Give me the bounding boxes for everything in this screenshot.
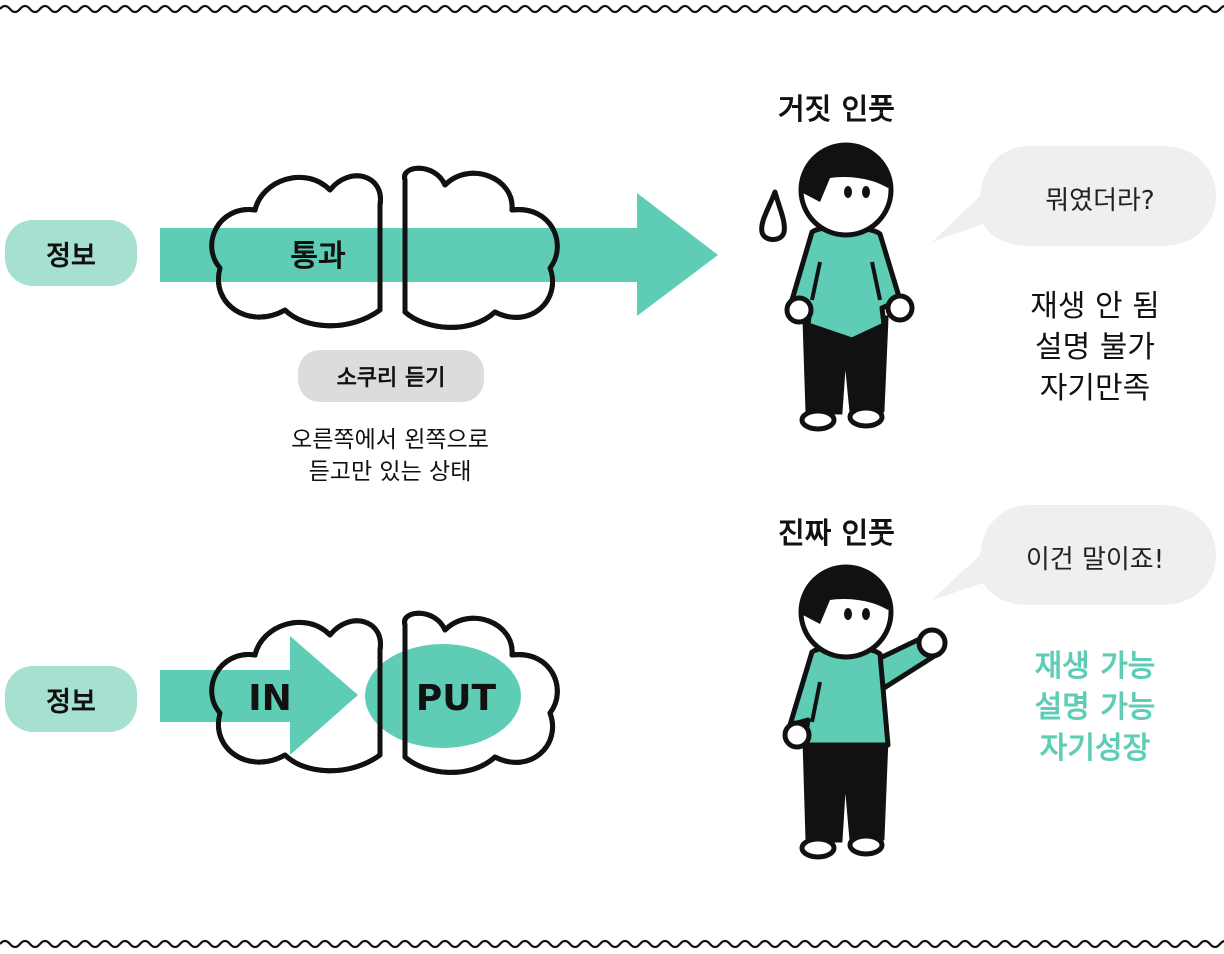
caption-line-1: 오른쪽에서 왼쪽으로 bbox=[291, 427, 489, 453]
caption-line-2: 듣고만 있는 상태 bbox=[308, 459, 472, 485]
fake-speech-text: 뭐였더라? bbox=[1045, 186, 1155, 216]
pass-through-diagram: 통과 bbox=[160, 165, 718, 330]
fake-state-2: 설명 불가 bbox=[1035, 330, 1155, 365]
cloud-pass-text: 통과 bbox=[290, 239, 346, 274]
fake-input-title: 거짓 인풋 bbox=[778, 92, 895, 126]
real-states: 재생 가능 설명 가능 자기성장 bbox=[985, 646, 1205, 769]
top-wave-border bbox=[0, 4, 1224, 14]
real-state-1: 재생 가능 bbox=[1034, 649, 1156, 684]
info-label-bottom: 정보 bbox=[46, 686, 96, 718]
info-pill-top: 정보 bbox=[5, 220, 137, 286]
info-pill-bottom: 정보 bbox=[5, 666, 137, 732]
info-label: 정보 bbox=[46, 240, 96, 272]
fake-states: 재생 안 됨 설명 불가 자기만족 bbox=[985, 286, 1205, 409]
tag-label: 소쿠리 듣기 bbox=[336, 366, 446, 391]
input-output-diagram: IN PUT bbox=[160, 610, 560, 775]
in-text: IN bbox=[248, 678, 292, 719]
real-input-title: 진짜 인풋 bbox=[778, 516, 895, 550]
top-caption: 오른쪽에서 왼쪽으로 듣고만 있는 상태 bbox=[250, 424, 530, 488]
fake-state-3: 자기만족 bbox=[1039, 371, 1151, 406]
confident-person-illustration bbox=[782, 564, 948, 860]
sweat-drop-icon bbox=[759, 189, 787, 242]
real-state-3: 자기성장 bbox=[1039, 731, 1151, 766]
put-text: PUT bbox=[416, 678, 497, 719]
sieve-listening-tag: 소쿠리 듣기 bbox=[298, 350, 484, 402]
pass-arrow bbox=[160, 193, 718, 316]
fake-speech-bubble bbox=[932, 146, 1216, 246]
bottom-wave-border bbox=[0, 939, 1224, 949]
real-state-2: 설명 가능 bbox=[1034, 690, 1156, 725]
confused-person-illustration bbox=[759, 142, 915, 432]
real-speech-text: 이건 말이죠! bbox=[1025, 545, 1165, 575]
fake-state-1: 재생 안 됨 bbox=[1030, 289, 1160, 324]
real-speech-bubble bbox=[932, 505, 1216, 605]
input-arrow bbox=[160, 636, 358, 755]
